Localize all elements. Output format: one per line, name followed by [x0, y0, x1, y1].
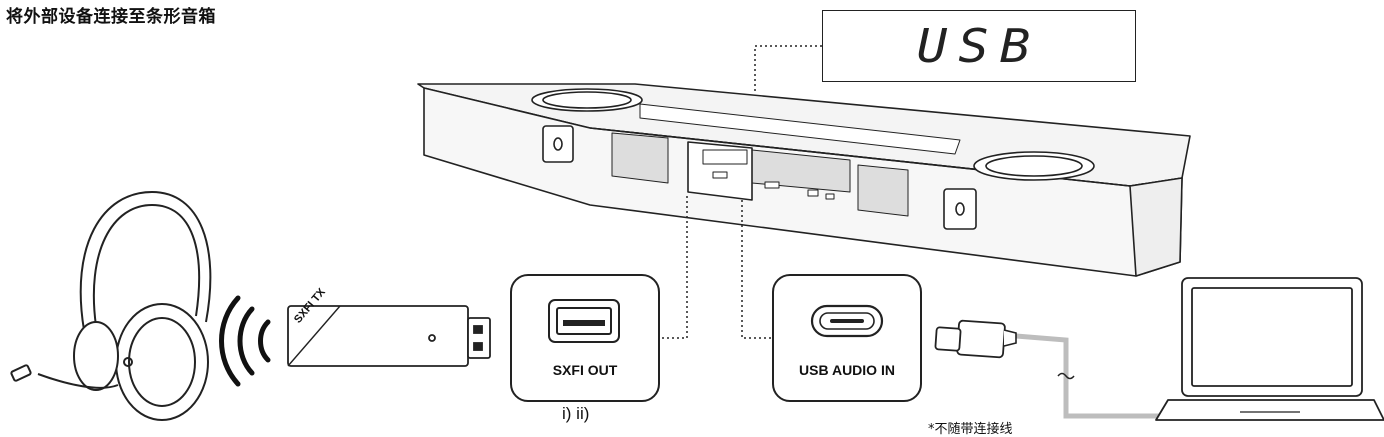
sxfi-tx-dongle	[287, 305, 491, 367]
footnote: *不随带连接线	[928, 422, 1013, 437]
page-title: 将外部设备连接至条形音箱	[6, 7, 216, 27]
display-text: USB	[916, 19, 1042, 73]
port-leader-lines	[660, 196, 772, 339]
soundbar-illustration	[417, 83, 1191, 277]
sxfi-out-label: SXFI OUT	[552, 362, 618, 378]
wireless-signal-icon	[219, 295, 271, 387]
sxfi-out-note: i) ii)	[562, 404, 590, 423]
laptop-icon	[1155, 277, 1384, 421]
usb-c-cable-icon	[934, 319, 1176, 419]
usb-a-port-icon	[548, 299, 620, 343]
headphones-icon	[10, 191, 212, 421]
usb-audio-in-label: USB AUDIO IN	[799, 362, 895, 378]
usb-audio-in-port-box: USB AUDIO IN	[772, 274, 922, 402]
display-leader-line	[754, 45, 822, 92]
sxfi-out-port-box: SXFI OUT	[510, 274, 660, 402]
display-panel: USB	[822, 10, 1136, 82]
usb-c-port-icon	[810, 304, 884, 338]
